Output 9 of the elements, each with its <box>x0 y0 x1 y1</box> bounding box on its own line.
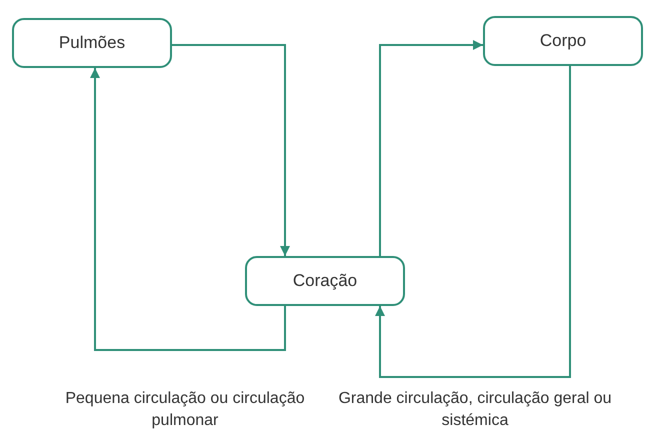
process-box: Pulmões <box>12 18 172 68</box>
process-box: Corpo <box>483 16 643 66</box>
caption: Grande circulação, circulação geral ou sistémica <box>337 389 613 431</box>
arrow <box>90 68 286 351</box>
arrow <box>172 44 290 256</box>
process-box: Coração <box>245 256 405 306</box>
arrow <box>379 40 483 256</box>
arrow <box>375 66 571 378</box>
caption: Pequena circulação ou circulação pulmonar <box>64 389 306 431</box>
